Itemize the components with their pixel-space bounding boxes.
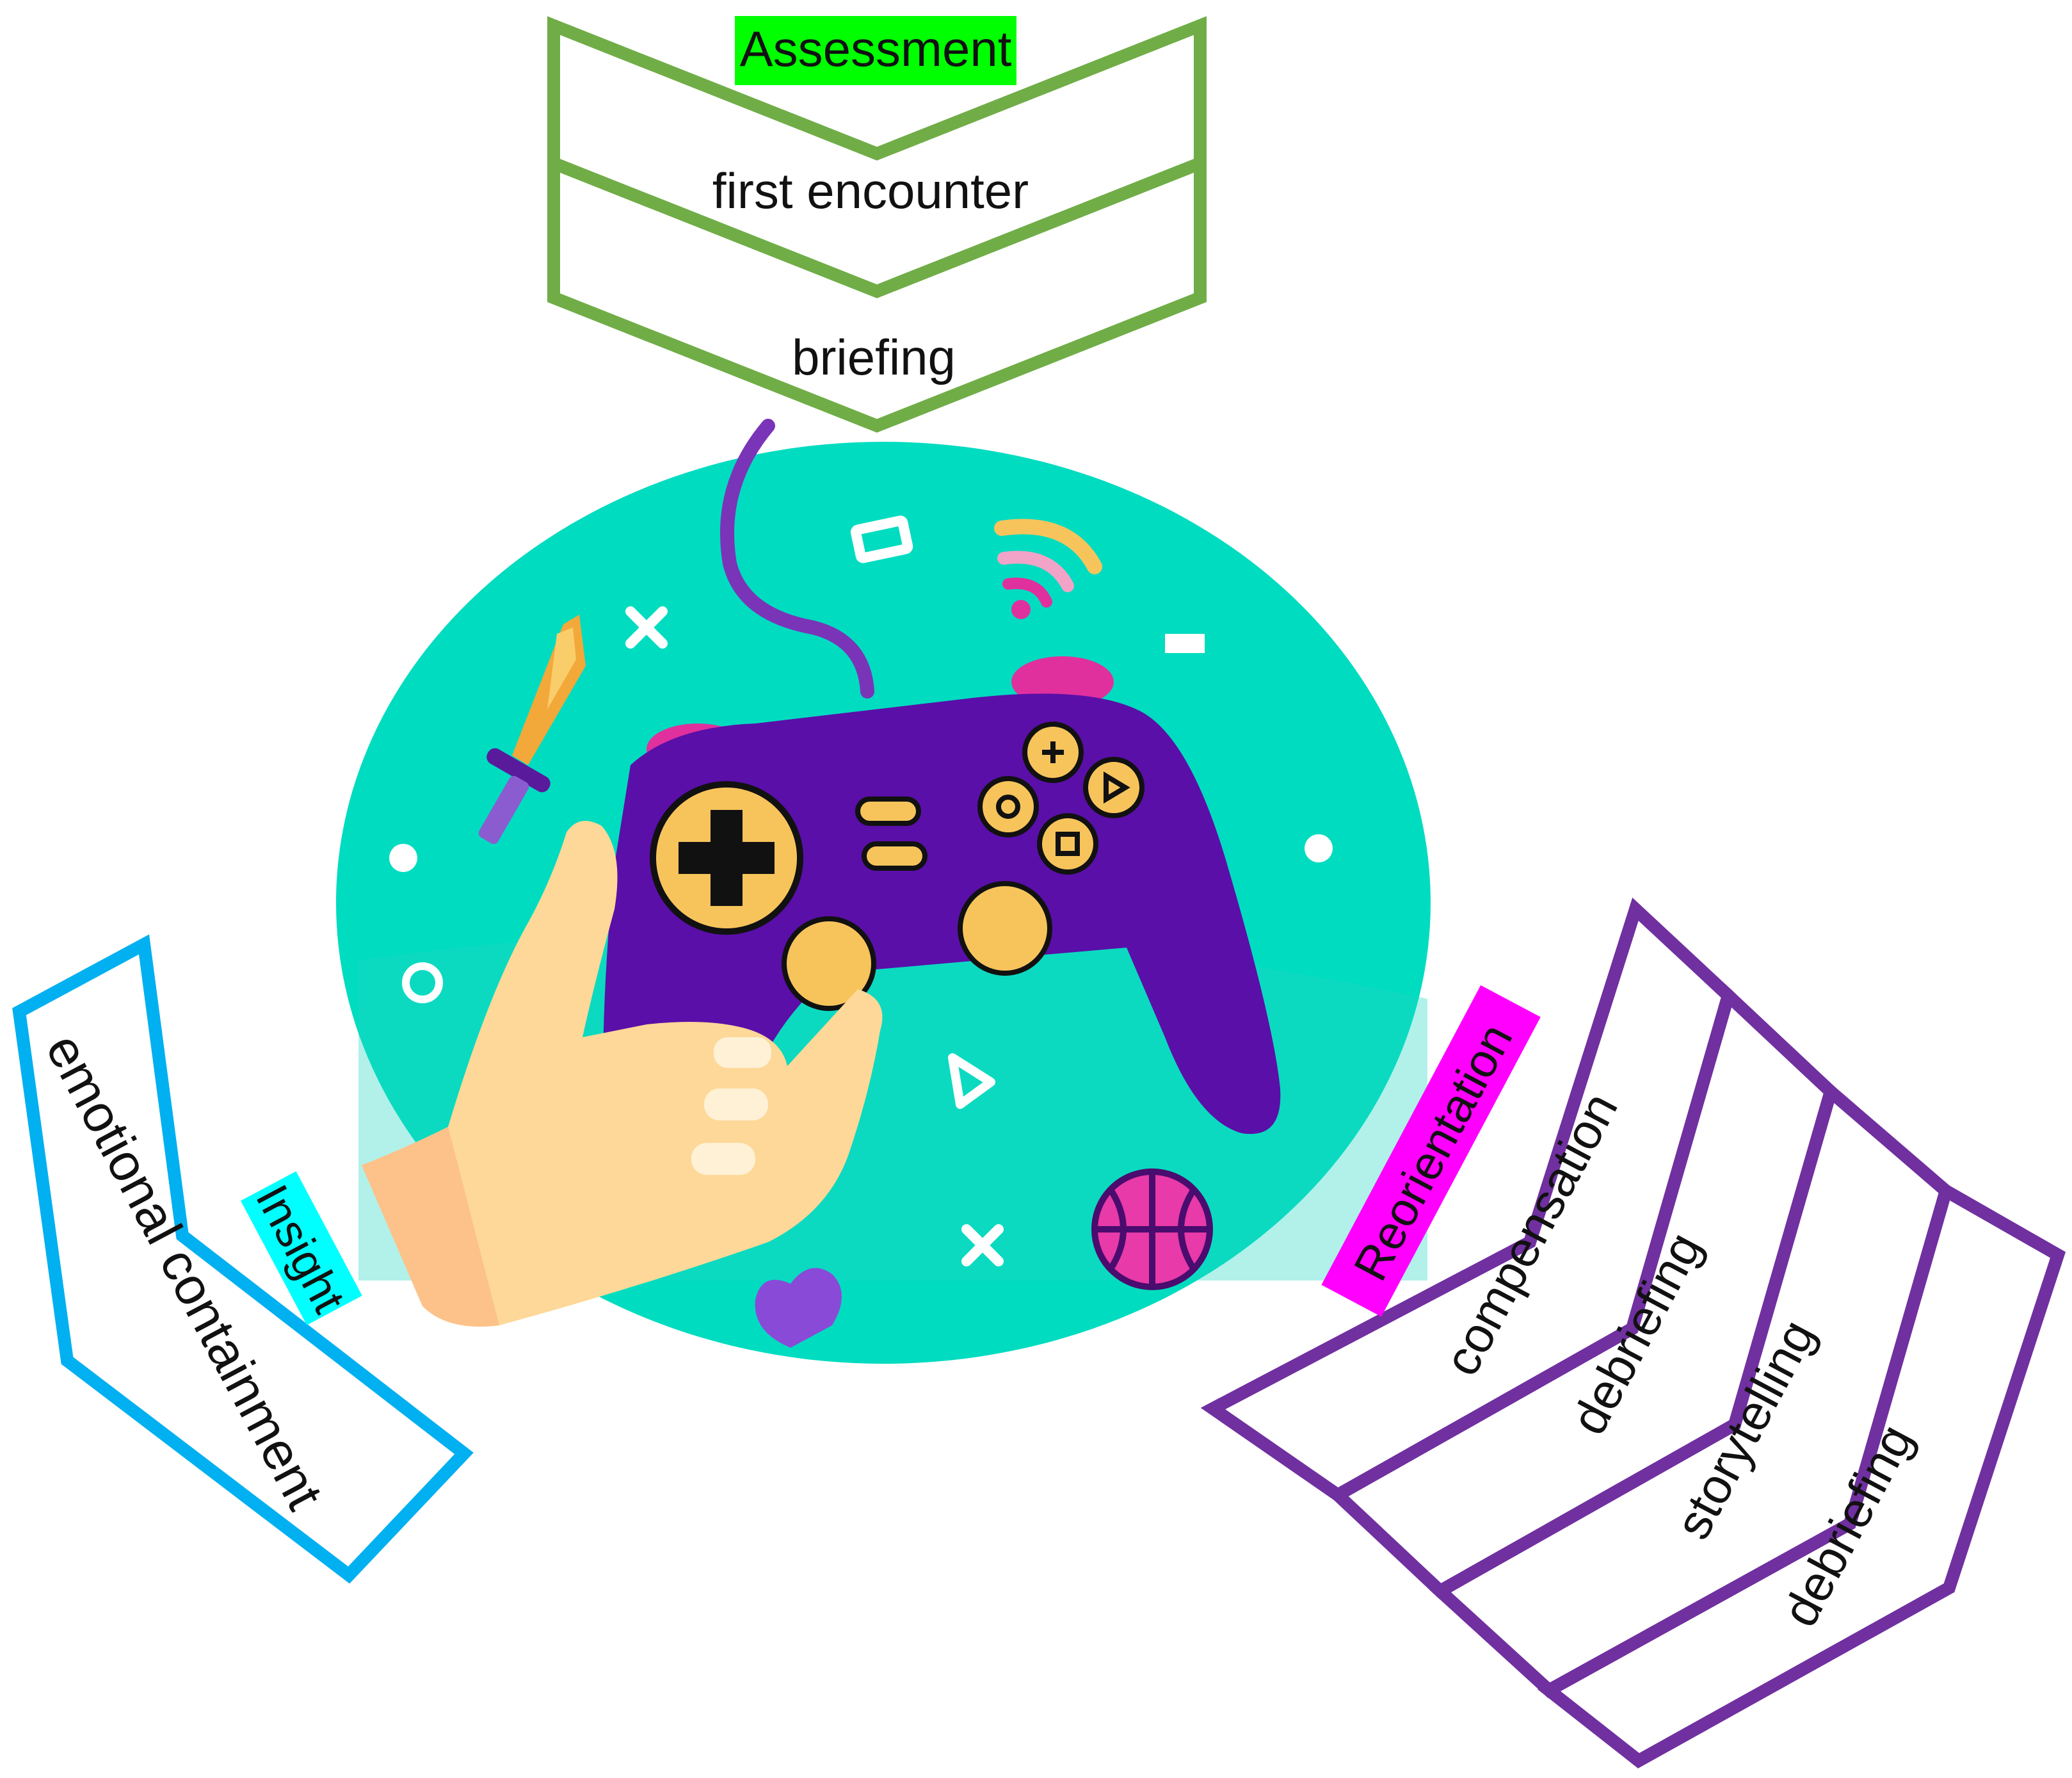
assessment-chevrons (547, 16, 1207, 433)
left-thumbstick (782, 916, 876, 1011)
reorientation-chevrons (1200, 897, 2066, 1768)
dash-icon (1165, 634, 1205, 653)
dpad-icon (679, 810, 775, 906)
insight-title-bg (240, 1171, 362, 1325)
hand-thumbs-up (362, 821, 883, 1327)
sword-icon (478, 615, 586, 845)
reorientation-step-debriefing-2: debriefing (1771, 1415, 1924, 1635)
ring-icon (402, 962, 443, 1003)
cross-icon (625, 606, 668, 649)
heart-icon (755, 1268, 842, 1348)
reorientation-title-bg (1321, 985, 1541, 1317)
dot-icon (389, 844, 417, 872)
reorientation-step-storytelling: storytelling (1664, 1311, 1826, 1548)
assessment-section: Assessment first encounter briefing (547, 16, 1207, 433)
assessment-title: Assessment (740, 20, 1012, 77)
game-controller (603, 656, 1281, 1216)
insight-chevron (12, 934, 474, 1584)
square-button (1037, 813, 1098, 875)
assessment-title-bg (735, 16, 1016, 85)
triangle-button (1083, 757, 1144, 818)
right-thumbstick (958, 881, 1052, 976)
triangle-outline-icon (948, 1053, 995, 1109)
wifi-icon (994, 519, 1102, 619)
square-outline-icon (850, 515, 913, 563)
assessment-step-briefing: briefing (792, 329, 956, 385)
cross-icon (961, 1224, 1004, 1266)
circle-button (977, 776, 1039, 837)
dot-icon (1305, 834, 1333, 862)
game-controller-illustration (336, 419, 1431, 1364)
controller-cable (720, 419, 874, 699)
basketball-icon (1091, 1168, 1213, 1290)
reorientation-step-debriefing-1: debriefing (1560, 1223, 1713, 1443)
assessment-step-first-encounter: first encounter (712, 163, 1029, 219)
